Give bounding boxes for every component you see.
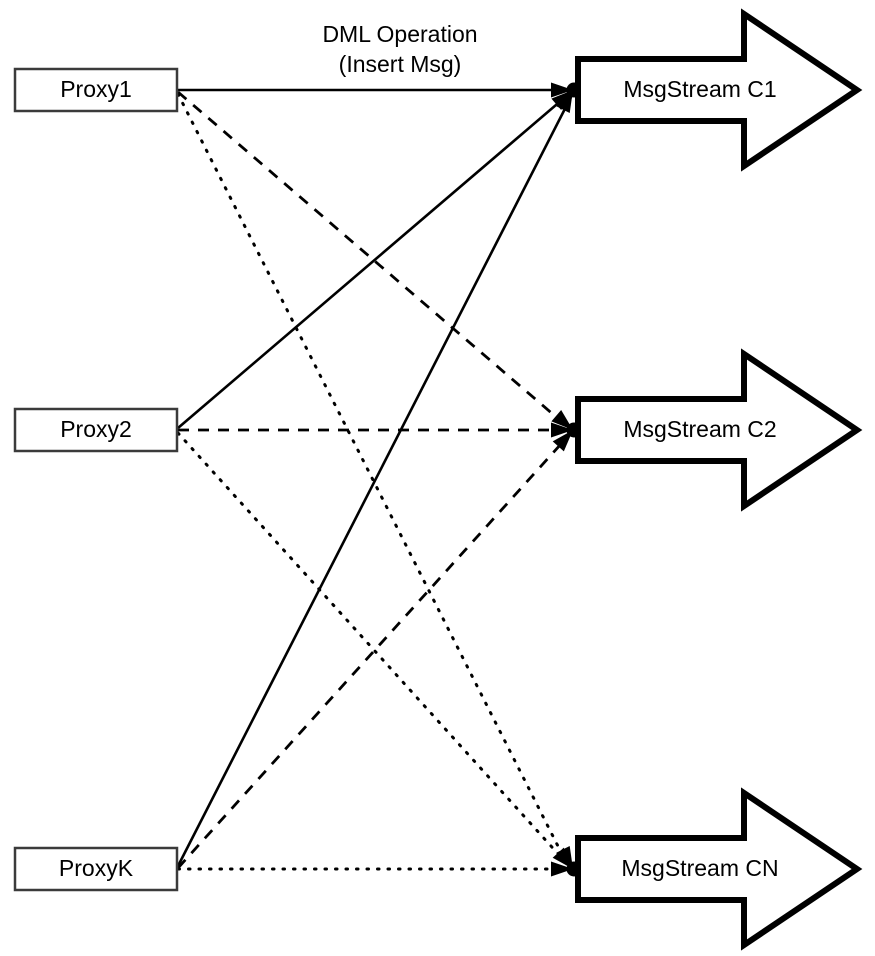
proxy-box-proxy1[interactable] <box>13 67 179 113</box>
arrowhead-pk-cn <box>551 861 573 877</box>
arrowhead-p2-c2 <box>551 422 573 438</box>
proxy-label-proxyK: ProxyK <box>59 855 134 881</box>
arrowhead-p2-cn <box>552 847 573 869</box>
proxy-box-proxy2[interactable] <box>13 407 179 453</box>
edge-label-line2: (Insert Msg) <box>339 51 462 77</box>
stream-shape-stream_c1[interactable] <box>575 8 863 172</box>
edge-p1-c2 <box>177 90 570 430</box>
edges-group <box>176 88 574 871</box>
edge-label: DML Operation (Insert Msg) <box>322 21 477 77</box>
stream-shape-stream_cn[interactable] <box>575 787 863 951</box>
edge-pk-c2 <box>176 433 572 869</box>
edge-label-line1: DML Operation <box>322 21 477 47</box>
stream-label-stream_cn: MsgStream CN <box>621 855 778 881</box>
edge-p2-cn <box>176 431 571 868</box>
stream-label-stream_c2: MsgStream C2 <box>623 416 776 442</box>
edge-p1-cn <box>176 92 570 868</box>
edge-p2-c1 <box>177 92 571 429</box>
arrowhead-p1-c1 <box>551 82 573 98</box>
arrowheads-group <box>551 82 582 877</box>
arrowhead-pk-c2 <box>552 430 573 452</box>
edge-pk-c1 <box>176 94 574 867</box>
proxy-label-proxy1: Proxy1 <box>60 76 132 102</box>
arrowhead-p2-c1 <box>551 90 573 111</box>
stream-label-stream_c1: MsgStream C1 <box>623 76 776 102</box>
arrowhead-p1-c2 <box>551 409 573 430</box>
arrowhead-pk-c1 <box>556 90 573 114</box>
streams-group: MsgStream C1 MsgStream C2 MsgStream CN <box>575 8 863 951</box>
stream-shape-stream_c2[interactable] <box>575 348 863 512</box>
proxy-box-proxyK[interactable] <box>13 846 179 892</box>
proxy-label-proxy2: Proxy2 <box>60 416 132 442</box>
